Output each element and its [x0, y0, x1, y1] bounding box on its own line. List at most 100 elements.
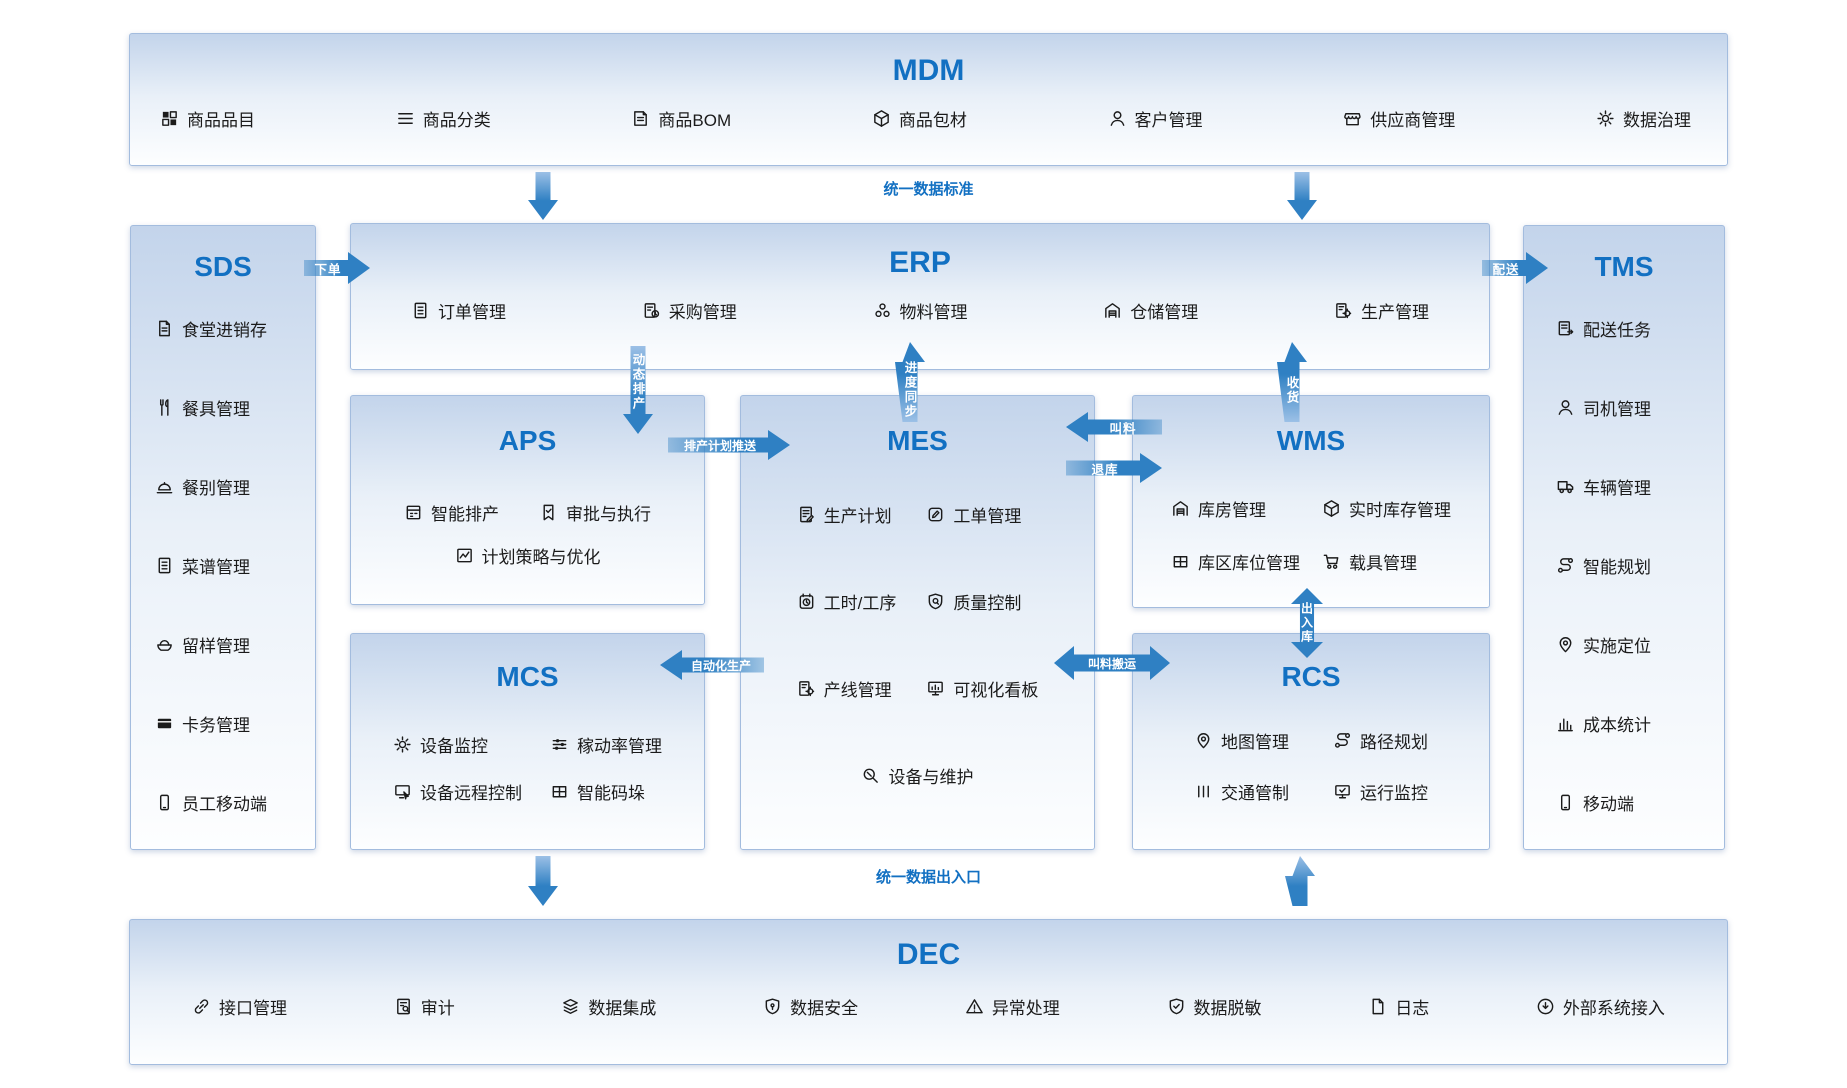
- cloche-icon: [155, 477, 174, 496]
- item-label: 商品BOM: [658, 111, 732, 130]
- dispatch-icon: [1556, 319, 1575, 338]
- module-items-dec: 接口管理审计数据集成数据安全异常处理数据脱敏日志外部系统接入: [130, 994, 1727, 1019]
- module-items-wms: 库房管理实时库存管理库区库位管理载具管理: [1133, 496, 1489, 574]
- module-box-wms: WMS 库房管理实时库存管理库区库位管理载具管理: [1132, 395, 1490, 608]
- item-label: 审批与执行: [566, 505, 651, 524]
- maintain-icon: [861, 766, 880, 785]
- layers-icon: [561, 997, 580, 1016]
- bom-icon: [631, 109, 650, 128]
- item-label: 供应商管理: [1370, 111, 1456, 130]
- module-item: 交通管制: [1194, 779, 1289, 804]
- item-label: 数据脱敏: [1193, 999, 1262, 1018]
- item-label: 数据集成: [588, 999, 657, 1018]
- module-box-sds: SDS 食堂进销存餐具管理餐别管理菜谱管理留样管理卡务管理员工移动端: [130, 225, 316, 850]
- arrow-mes-rcs-material-transport: 叫料搬运: [1054, 646, 1170, 680]
- item-label: 卡务管理: [182, 716, 250, 735]
- module-items-mes: 生产计划工单管理工时/工序质量控制产线管理可视化看板设备与维护: [741, 502, 1094, 788]
- download-icon: [1536, 997, 1555, 1016]
- module-title-rcs: RCS: [1281, 661, 1341, 692]
- card-icon: [155, 714, 174, 733]
- item-label: 载具管理: [1349, 554, 1417, 573]
- item-label: 交通管制: [1221, 784, 1289, 803]
- module-items-rcs: 地图管理 路径规划交通管制 运行监控: [1133, 728, 1489, 804]
- audit-icon: [394, 997, 413, 1016]
- item-label: 智能排产: [431, 505, 499, 524]
- module-item: 客户管理: [1108, 106, 1203, 131]
- arrow-label: 进度同步: [902, 361, 917, 419]
- cube-icon: [872, 109, 891, 128]
- item-label: 员工移动端: [182, 795, 267, 814]
- item-label: 仓储管理: [1130, 303, 1199, 322]
- doc-icon: [155, 319, 174, 338]
- item-label: 设备远程控制: [420, 784, 522, 803]
- item-label: 商品分类: [422, 111, 491, 130]
- module-item: 订单管理: [411, 298, 506, 323]
- pin-icon: [1556, 635, 1575, 654]
- module-item: 餐具管理: [155, 395, 250, 420]
- module-box-rcs: RCS 地图管理 路径规划交通管制 运行监控: [1132, 633, 1490, 850]
- module-title-mes: MES: [887, 425, 948, 456]
- module-box-mcs: MCS 设备监控稼动率管理设备远程控制智能码垛: [350, 633, 705, 850]
- item-label: 商品品目: [187, 111, 255, 130]
- pencil-icon: [926, 505, 945, 524]
- item-label: 工时/工序: [823, 594, 897, 613]
- trolley-icon: [1322, 552, 1341, 571]
- module-item: 设备远程控制: [393, 779, 522, 804]
- module-item: 产线管理: [797, 676, 897, 701]
- module-item: 日志: [1368, 994, 1429, 1019]
- module-item: 商品品目: [160, 106, 255, 131]
- arrow-label: 排产计划推送: [683, 438, 756, 453]
- item-label: 物料管理: [899, 303, 968, 322]
- clock-icon: [797, 592, 816, 611]
- log-icon: [1368, 997, 1387, 1016]
- truck-icon: [1556, 477, 1575, 496]
- module-item: 载具管理: [1322, 549, 1451, 574]
- item-label: 日志: [1395, 999, 1430, 1018]
- plan-icon: [797, 505, 816, 524]
- module-box-dec: DEC 接口管理审计数据集成数据安全异常处理数据脱敏日志外部系统接入: [129, 919, 1728, 1065]
- module-item: 卡务管理: [155, 711, 250, 736]
- module-item: 稼动率管理: [550, 732, 662, 757]
- arrow-label: 叫料搬运: [1087, 656, 1136, 671]
- module-item: 接口管理: [192, 994, 287, 1019]
- module-item: 外部系统接入: [1536, 994, 1665, 1019]
- item-label: 设备与维护: [888, 768, 974, 787]
- bars-icon: [1556, 714, 1575, 733]
- module-item: 路径规划: [1333, 728, 1428, 753]
- module-item: 数据治理: [1596, 106, 1691, 131]
- item-label: 运行监控: [1360, 784, 1428, 803]
- utensils-icon: [155, 398, 174, 417]
- module-title-tms: TMS: [1594, 251, 1654, 282]
- module-item: 质量控制: [926, 589, 1038, 614]
- person-icon: [1108, 109, 1127, 128]
- production-icon: [797, 679, 816, 698]
- module-items-tms: 配送任务司机管理车辆管理智能规划实施定位成本统计移动端: [1524, 316, 1724, 815]
- item-label: 库房管理: [1198, 501, 1266, 520]
- module-item: 审计: [394, 994, 455, 1019]
- module-item: 可视化看板: [926, 676, 1038, 701]
- item-label: 实时库存管理: [1349, 501, 1451, 520]
- item-label: 地图管理: [1221, 733, 1289, 752]
- item-label: 异常处理: [991, 999, 1060, 1018]
- item-label: 可视化看板: [953, 681, 1039, 700]
- item-label: 食堂进销存: [182, 321, 267, 340]
- module-item: 商品分类: [396, 106, 491, 131]
- module-box-mes: MES 生产计划工单管理工时/工序质量控制产线管理可视化看板设备与维护: [740, 395, 1095, 850]
- module-items-erp: 订单管理采购管理物料管理仓储管理生产管理: [351, 298, 1489, 323]
- module-item: 智能规划: [1556, 553, 1651, 578]
- shield-check-icon: [1167, 997, 1186, 1016]
- item-label: 接口管理: [219, 999, 287, 1018]
- procure-icon: [642, 301, 661, 320]
- warehouse-icon: [1171, 499, 1190, 518]
- gear-icon: [393, 735, 412, 754]
- phone-icon: [1556, 793, 1575, 812]
- module-title-mcs: MCS: [496, 661, 559, 692]
- zigzag-icon: [455, 546, 474, 565]
- item-label: 司机管理: [1583, 400, 1651, 419]
- module-item: 实时库存管理: [1322, 496, 1451, 521]
- module-item: 菜谱管理: [155, 553, 250, 578]
- item-label: 实施定位: [1583, 637, 1651, 656]
